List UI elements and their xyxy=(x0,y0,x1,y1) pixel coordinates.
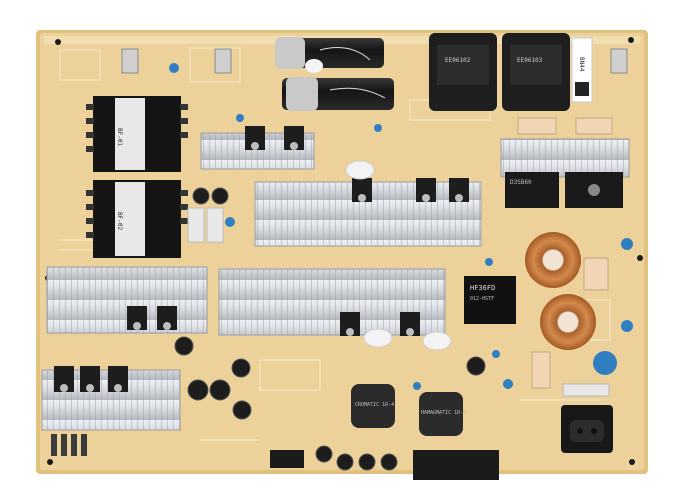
pin-headers xyxy=(51,434,87,456)
wire-bobbins xyxy=(345,160,452,351)
bridge-rectifiers: D3SB60 xyxy=(505,172,623,208)
relay-brand: HF36FD xyxy=(470,284,495,292)
choke-1-label: EE06102 xyxy=(445,57,471,64)
transformer-2-label: BF-02 xyxy=(116,212,123,230)
common-mode-chokes: EE06102 EE06103 xyxy=(429,33,570,111)
transformer-1-label: BF-01 xyxy=(116,128,123,146)
bulk-capacitors xyxy=(275,37,394,111)
inductor-1-label: CROMATIC 1R-4 xyxy=(355,402,394,408)
relay-model: 012-HSTF xyxy=(470,296,494,302)
ceramic-capacitors xyxy=(169,63,633,390)
choke-2-label: EE06103 xyxy=(517,57,543,64)
ac-inlet xyxy=(561,383,613,453)
transformers: BF-01 BF-02 xyxy=(86,96,188,258)
inductor-2-label: HAMAGMATIC 1R-0 xyxy=(421,410,466,416)
bridge-label: D3SB60 xyxy=(510,179,532,186)
board-label-sticker: BN44 xyxy=(571,37,593,103)
sticker-text: BN44 xyxy=(578,57,585,72)
pcb-board xyxy=(36,30,648,474)
smd-power-inductors: CROMATIC 1R-4 HAMAGMATIC 1R-0 xyxy=(351,384,466,436)
relay: HF36FD 012-HSTF xyxy=(464,276,516,324)
top-connectors xyxy=(121,48,628,74)
small-capacitors xyxy=(174,187,486,471)
toroidal-inductors xyxy=(525,232,596,350)
film-capacitors xyxy=(187,117,613,389)
power-transistors xyxy=(54,126,469,392)
output-connector xyxy=(270,450,499,480)
